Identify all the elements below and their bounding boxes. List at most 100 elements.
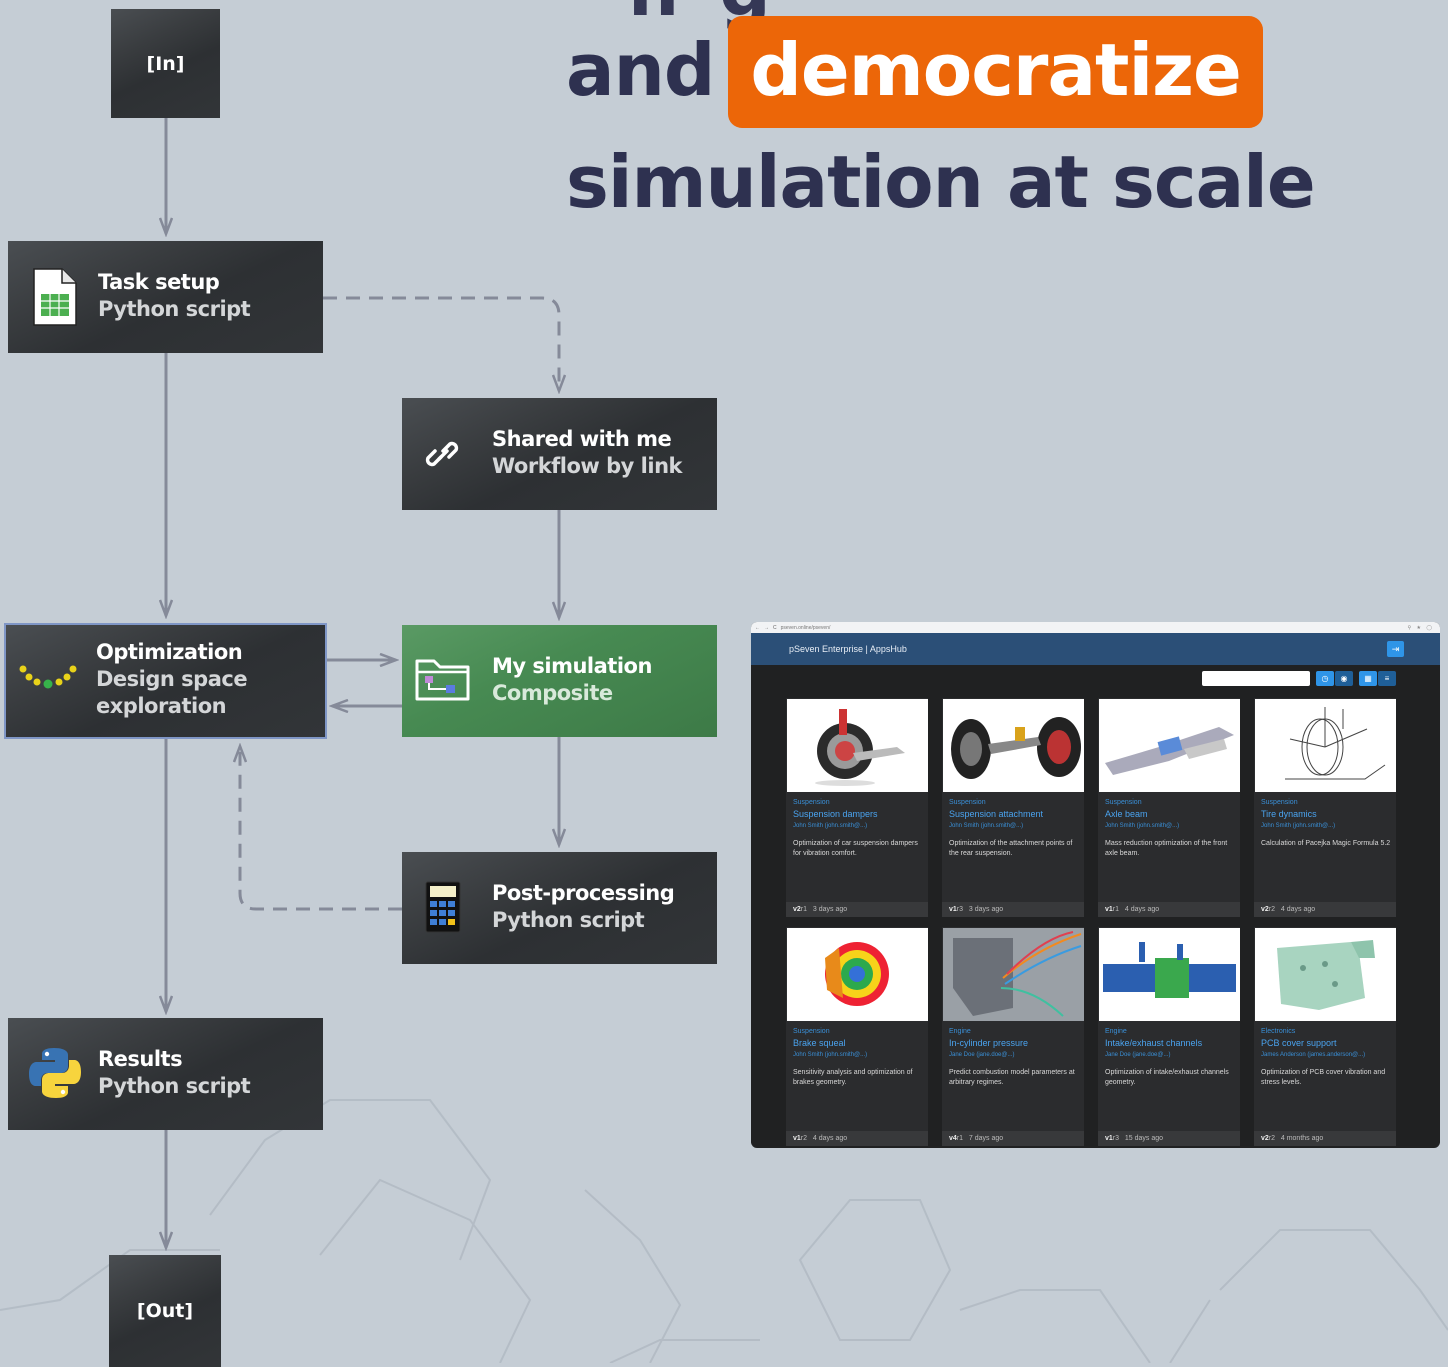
- card-title-link[interactable]: Axle beam: [1105, 809, 1148, 819]
- card-version: v2: [1261, 1135, 1269, 1142]
- card-title-link[interactable]: Tire dynamics: [1261, 809, 1317, 819]
- card-author-link[interactable]: John Smith (john.smith@...): [793, 823, 868, 829]
- card-category: Suspension: [949, 799, 986, 806]
- headline-and: and: [566, 28, 715, 112]
- app-card[interactable]: Suspension Axle beam John Smith (john.sm…: [1098, 698, 1240, 917]
- task-setup-subtitle: Python script: [98, 297, 251, 321]
- card-author-link[interactable]: John Smith (john.smith@...): [949, 823, 1024, 829]
- card-title-link[interactable]: Suspension attachment: [949, 809, 1044, 819]
- back-icon[interactable]: ←: [755, 624, 760, 631]
- app-header: pSeven Enterprise | AppsHub ⇥: [751, 633, 1440, 665]
- card-description: Optimization of intake/exhaust channels …: [1105, 1069, 1229, 1086]
- browser-tools-icons[interactable]: ⚲ ★ ◯: [1407, 624, 1434, 631]
- card-thumbnail-suspension-damper: [787, 699, 928, 792]
- shared-with-me-node[interactable]: Shared with me Workflow by link: [402, 398, 717, 510]
- my-simulation-node[interactable]: My simulation Composite: [402, 625, 717, 737]
- card-author-link[interactable]: John Smith (john.smith@...): [1261, 823, 1336, 829]
- card-description: Mass reduction optimization of the front…: [1105, 840, 1228, 857]
- post-processing-subtitle: Python script: [492, 908, 645, 932]
- card-author-link[interactable]: James Anderson (james.anderson@...): [1261, 1052, 1366, 1058]
- link-icon: [424, 436, 462, 474]
- card-thumbnail-pcb-cover-support: [1255, 928, 1396, 1021]
- card-category: Suspension: [1105, 799, 1142, 806]
- card-footer: v1r3 3 days ago: [942, 902, 1084, 917]
- app-card[interactable]: Engine Intake/exhaust channels Jane Doe …: [1098, 927, 1240, 1146]
- card-description: Calculation of Pacejka Magic Formula 5.2: [1261, 840, 1391, 847]
- app-card[interactable]: Engine In-cylinder pressure Jane Doe (ja…: [942, 927, 1084, 1146]
- app-card[interactable]: Suspension Suspension dampers John Smith…: [786, 698, 928, 917]
- output-node[interactable]: [Out]: [109, 1255, 221, 1367]
- card-thumbnail-brake-squeal: [787, 928, 928, 1021]
- card-title-link[interactable]: Suspension dampers: [793, 809, 878, 819]
- card-revision: r2: [1268, 1135, 1276, 1142]
- edge-post-processing-to-optimization-dashed: [240, 746, 402, 911]
- list-view-button[interactable]: ≡: [1378, 671, 1396, 686]
- optimization-node[interactable]: Optimization Design space exploration: [4, 623, 327, 739]
- card-age: 4 months ago: [1280, 1135, 1324, 1142]
- card-description: Optimization of car suspension dampers f…: [793, 840, 918, 857]
- task-setup-node[interactable]: Task setup Python script: [8, 241, 323, 353]
- card-category: Suspension: [1261, 799, 1298, 806]
- card-revision: r3: [956, 906, 964, 913]
- card-version: v1: [1105, 1135, 1113, 1142]
- card-title-link[interactable]: Intake/exhaust channels: [1105, 1038, 1203, 1048]
- browser-bar: ← → C pseven.online/pseven/ ⚲ ★ ◯: [751, 622, 1440, 633]
- app-card[interactable]: Suspension Suspension attachment John Sm…: [942, 698, 1084, 917]
- card-author-link[interactable]: Jane Doe (jane.doe@...): [1105, 1052, 1171, 1058]
- card-category: Electronics: [1261, 1028, 1296, 1035]
- card-title-link[interactable]: Brake squeal: [793, 1038, 846, 1048]
- output-node-label: [Out]: [136, 1300, 194, 1322]
- app-card[interactable]: Suspension Brake squeal John Smith (john…: [786, 927, 928, 1146]
- card-age: 4 days ago: [1124, 906, 1160, 913]
- results-node[interactable]: Results Python script: [8, 1018, 323, 1130]
- card-age: 4 days ago: [812, 1135, 848, 1142]
- card-version: v4: [949, 1135, 957, 1142]
- card-revision: r1: [1112, 906, 1120, 913]
- card-thumbnail-in-cylinder-pressure: [943, 928, 1084, 1021]
- grid-view-button[interactable]: ▦: [1359, 671, 1377, 686]
- card-thumbnail-axle-beam: [1099, 699, 1240, 792]
- optimization-subtitle-line1: Design space: [96, 667, 248, 691]
- card-age: 15 days ago: [1124, 1135, 1164, 1142]
- calculator-icon: [424, 880, 462, 934]
- card-title-link[interactable]: PCB cover support: [1261, 1038, 1337, 1048]
- card-footer: v4r1 7 days ago: [942, 1131, 1084, 1146]
- shared-subtitle: Workflow by link: [492, 454, 682, 478]
- post-processing-node[interactable]: Post-processing Python script: [402, 852, 717, 964]
- results-subtitle: Python script: [98, 1074, 251, 1098]
- card-version: v2: [1261, 906, 1269, 913]
- card-author-link[interactable]: John Smith (john.smith@...): [1105, 823, 1180, 829]
- card-title-link[interactable]: In-cylinder pressure: [949, 1038, 1029, 1048]
- app-card[interactable]: Electronics PCB cover support James Ande…: [1254, 927, 1396, 1146]
- logout-icon[interactable]: ⇥: [1387, 641, 1404, 657]
- card-version: v2: [793, 906, 801, 913]
- results-title: Results: [98, 1047, 183, 1071]
- visibility-filter-button[interactable]: ◉: [1335, 671, 1353, 686]
- search-input[interactable]: [1202, 671, 1310, 686]
- card-revision: r1: [800, 906, 808, 913]
- appshub-window: ← → C pseven.online/pseven/ ⚲ ★ ◯ pSeven…: [751, 622, 1440, 1148]
- card-revision: r1: [956, 1135, 964, 1142]
- python-logo-icon: [26, 1044, 84, 1102]
- forward-icon[interactable]: →: [764, 624, 769, 631]
- card-description: Optimization of the attachment points of…: [949, 840, 1073, 857]
- url-text[interactable]: pseven.online/pseven/: [780, 624, 831, 631]
- optimization-subtitle-line2: exploration: [96, 694, 227, 718]
- app-cards-grid: Suspension Suspension dampers John Smith…: [786, 698, 1398, 1146]
- card-description: Predict combustion model parameters at a…: [949, 1069, 1075, 1086]
- input-node[interactable]: [In]: [111, 9, 220, 118]
- card-thumbnail-suspension-attachment: [943, 699, 1084, 792]
- task-setup-title: Task setup: [98, 270, 220, 294]
- card-author-link[interactable]: Jane Doe (jane.doe@...): [949, 1052, 1015, 1058]
- app-card[interactable]: Suspension Tire dynamics John Smith (joh…: [1254, 698, 1396, 917]
- card-age: 7 days ago: [968, 1135, 1004, 1142]
- reload-icon[interactable]: C: [773, 624, 777, 631]
- app-header-title[interactable]: pSeven Enterprise | AppsHub: [789, 644, 907, 654]
- card-category: Suspension: [793, 1028, 830, 1035]
- card-thumbnail-intake-exhaust-channels: [1099, 928, 1240, 1021]
- card-author-link[interactable]: John Smith (john.smith@...): [793, 1052, 868, 1058]
- card-revision: r2: [1268, 906, 1276, 913]
- recent-filter-button[interactable]: ◷: [1316, 671, 1334, 686]
- card-age: 3 days ago: [812, 906, 848, 913]
